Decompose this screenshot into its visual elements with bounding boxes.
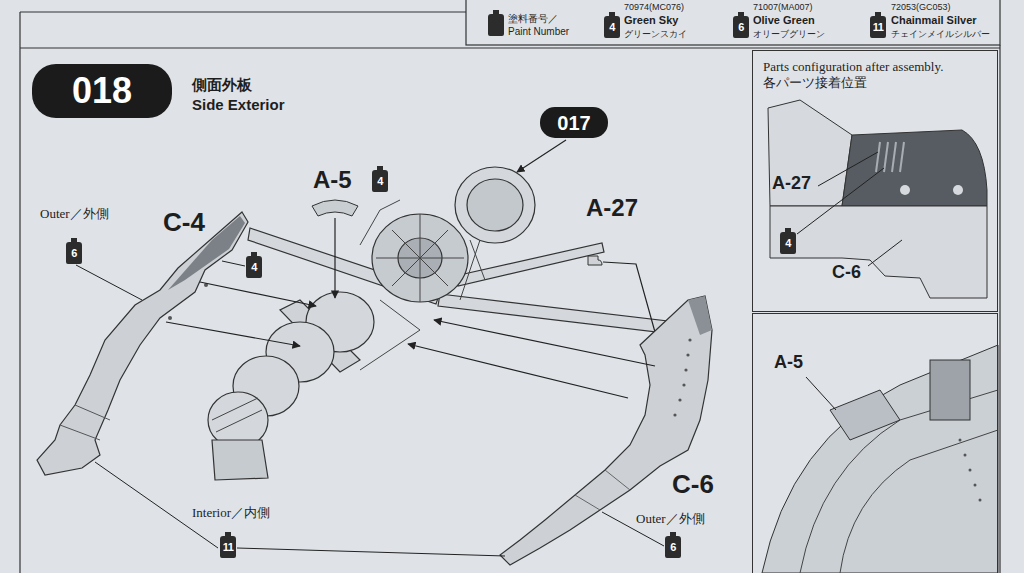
inset-panel: A-5 <box>752 313 998 573</box>
number-text: 017 <box>540 107 608 138</box>
paint-number: 11 <box>220 541 236 553</box>
part-label: A-27 <box>586 194 638 222</box>
callout-number: 017 <box>540 107 608 138</box>
paint-number: 11 <box>870 21 886 33</box>
part-label: Olive Green <box>753 14 815 27</box>
part-label: 71007(MA007) <box>753 2 813 12</box>
part-label: グリーンスカイ <box>624 29 687 39</box>
part-label: 70974(MC076) <box>624 2 684 12</box>
part-label: チェインメイルシルバー <box>891 29 990 39</box>
part-label: A-27 <box>772 173 811 194</box>
part-label: Outer／外側 <box>40 207 109 222</box>
part-label: Paint Number <box>508 26 569 38</box>
number-text: 018 <box>32 64 172 118</box>
part-label: オリーブグリーン <box>753 29 825 39</box>
part-label: Outer／外側 <box>636 512 705 527</box>
panel-text: Parts configuration after assembly. 各パーツ… <box>763 59 991 90</box>
part-label: C-6 <box>672 470 714 500</box>
part-label: 側面外板 <box>192 76 252 93</box>
part-label: 塗料番号／ <box>508 13 558 25</box>
part-label: 72053(GC053) <box>891 2 951 12</box>
part-label: C-4 <box>163 208 205 238</box>
part-label: Chainmail Silver <box>891 14 977 27</box>
paint-number: 6 <box>733 21 749 33</box>
part-label: Interior／内側 <box>192 506 270 521</box>
step-title: Side Exterior <box>192 96 285 113</box>
paint-number: 6 <box>66 247 82 259</box>
part-label: Green Sky <box>624 14 678 27</box>
step-number: 018 <box>32 64 172 118</box>
panel-text: A-5 <box>774 352 803 374</box>
paint-number: 4 <box>246 261 262 273</box>
part-label: A-5 <box>313 166 352 194</box>
paint-number: 6 <box>665 541 681 553</box>
paint-number: 4 <box>372 175 388 187</box>
paint-number: 4 <box>604 21 620 33</box>
paint-number: 4 <box>780 237 796 249</box>
part-label: C-6 <box>832 262 861 283</box>
